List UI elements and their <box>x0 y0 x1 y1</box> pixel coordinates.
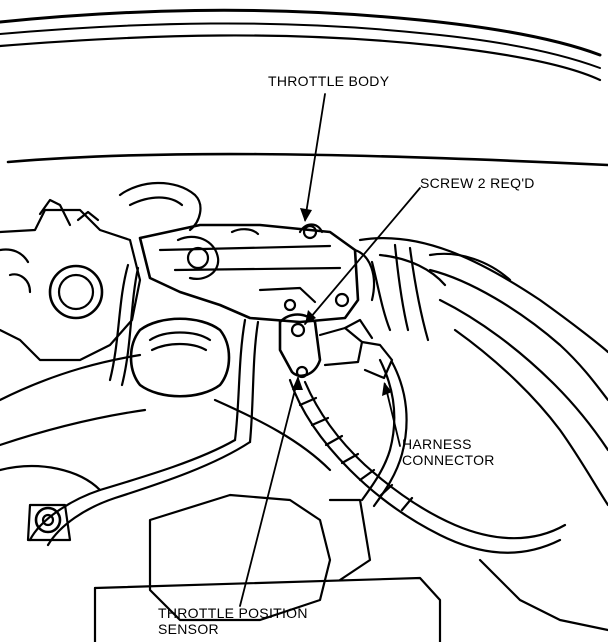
leader-throttle-body <box>304 93 326 221</box>
intake-tube <box>0 317 231 447</box>
throttle-position-sensor <box>278 313 394 380</box>
wiring-harness <box>288 358 567 554</box>
harness-label-line2: CONNECTOR <box>402 452 495 468</box>
tps-label-line1: THROTTLE POSITION <box>158 605 308 621</box>
tps-label-line2: SENSOR <box>158 621 219 637</box>
harness-connector-label: HARNESS CONNECTOR <box>402 436 495 468</box>
arrow-head-icon <box>292 376 303 390</box>
leader-harness <box>384 383 401 447</box>
air-intake-duct <box>358 236 608 507</box>
lower-components <box>0 464 608 642</box>
leader-tps <box>239 377 299 607</box>
throttle-body-label: THROTTLE BODY <box>268 73 390 89</box>
throttle-position-sensor-label: THROTTLE POSITION SENSOR <box>158 605 308 637</box>
arrow-head-icon <box>300 208 312 222</box>
hood-lines <box>0 8 608 167</box>
leader-lines <box>239 93 421 607</box>
leader-screw <box>304 187 421 325</box>
hoses <box>28 263 332 547</box>
harness-label-line1: HARNESS <box>402 436 472 452</box>
left-plenum <box>0 198 142 362</box>
arrow-head-icon <box>305 310 316 324</box>
screw-label: SCREW 2 REQ'D <box>420 175 535 191</box>
arrow-heads <box>292 208 392 396</box>
arrow-head-icon <box>382 382 392 396</box>
throttle-body-housing <box>118 181 376 324</box>
